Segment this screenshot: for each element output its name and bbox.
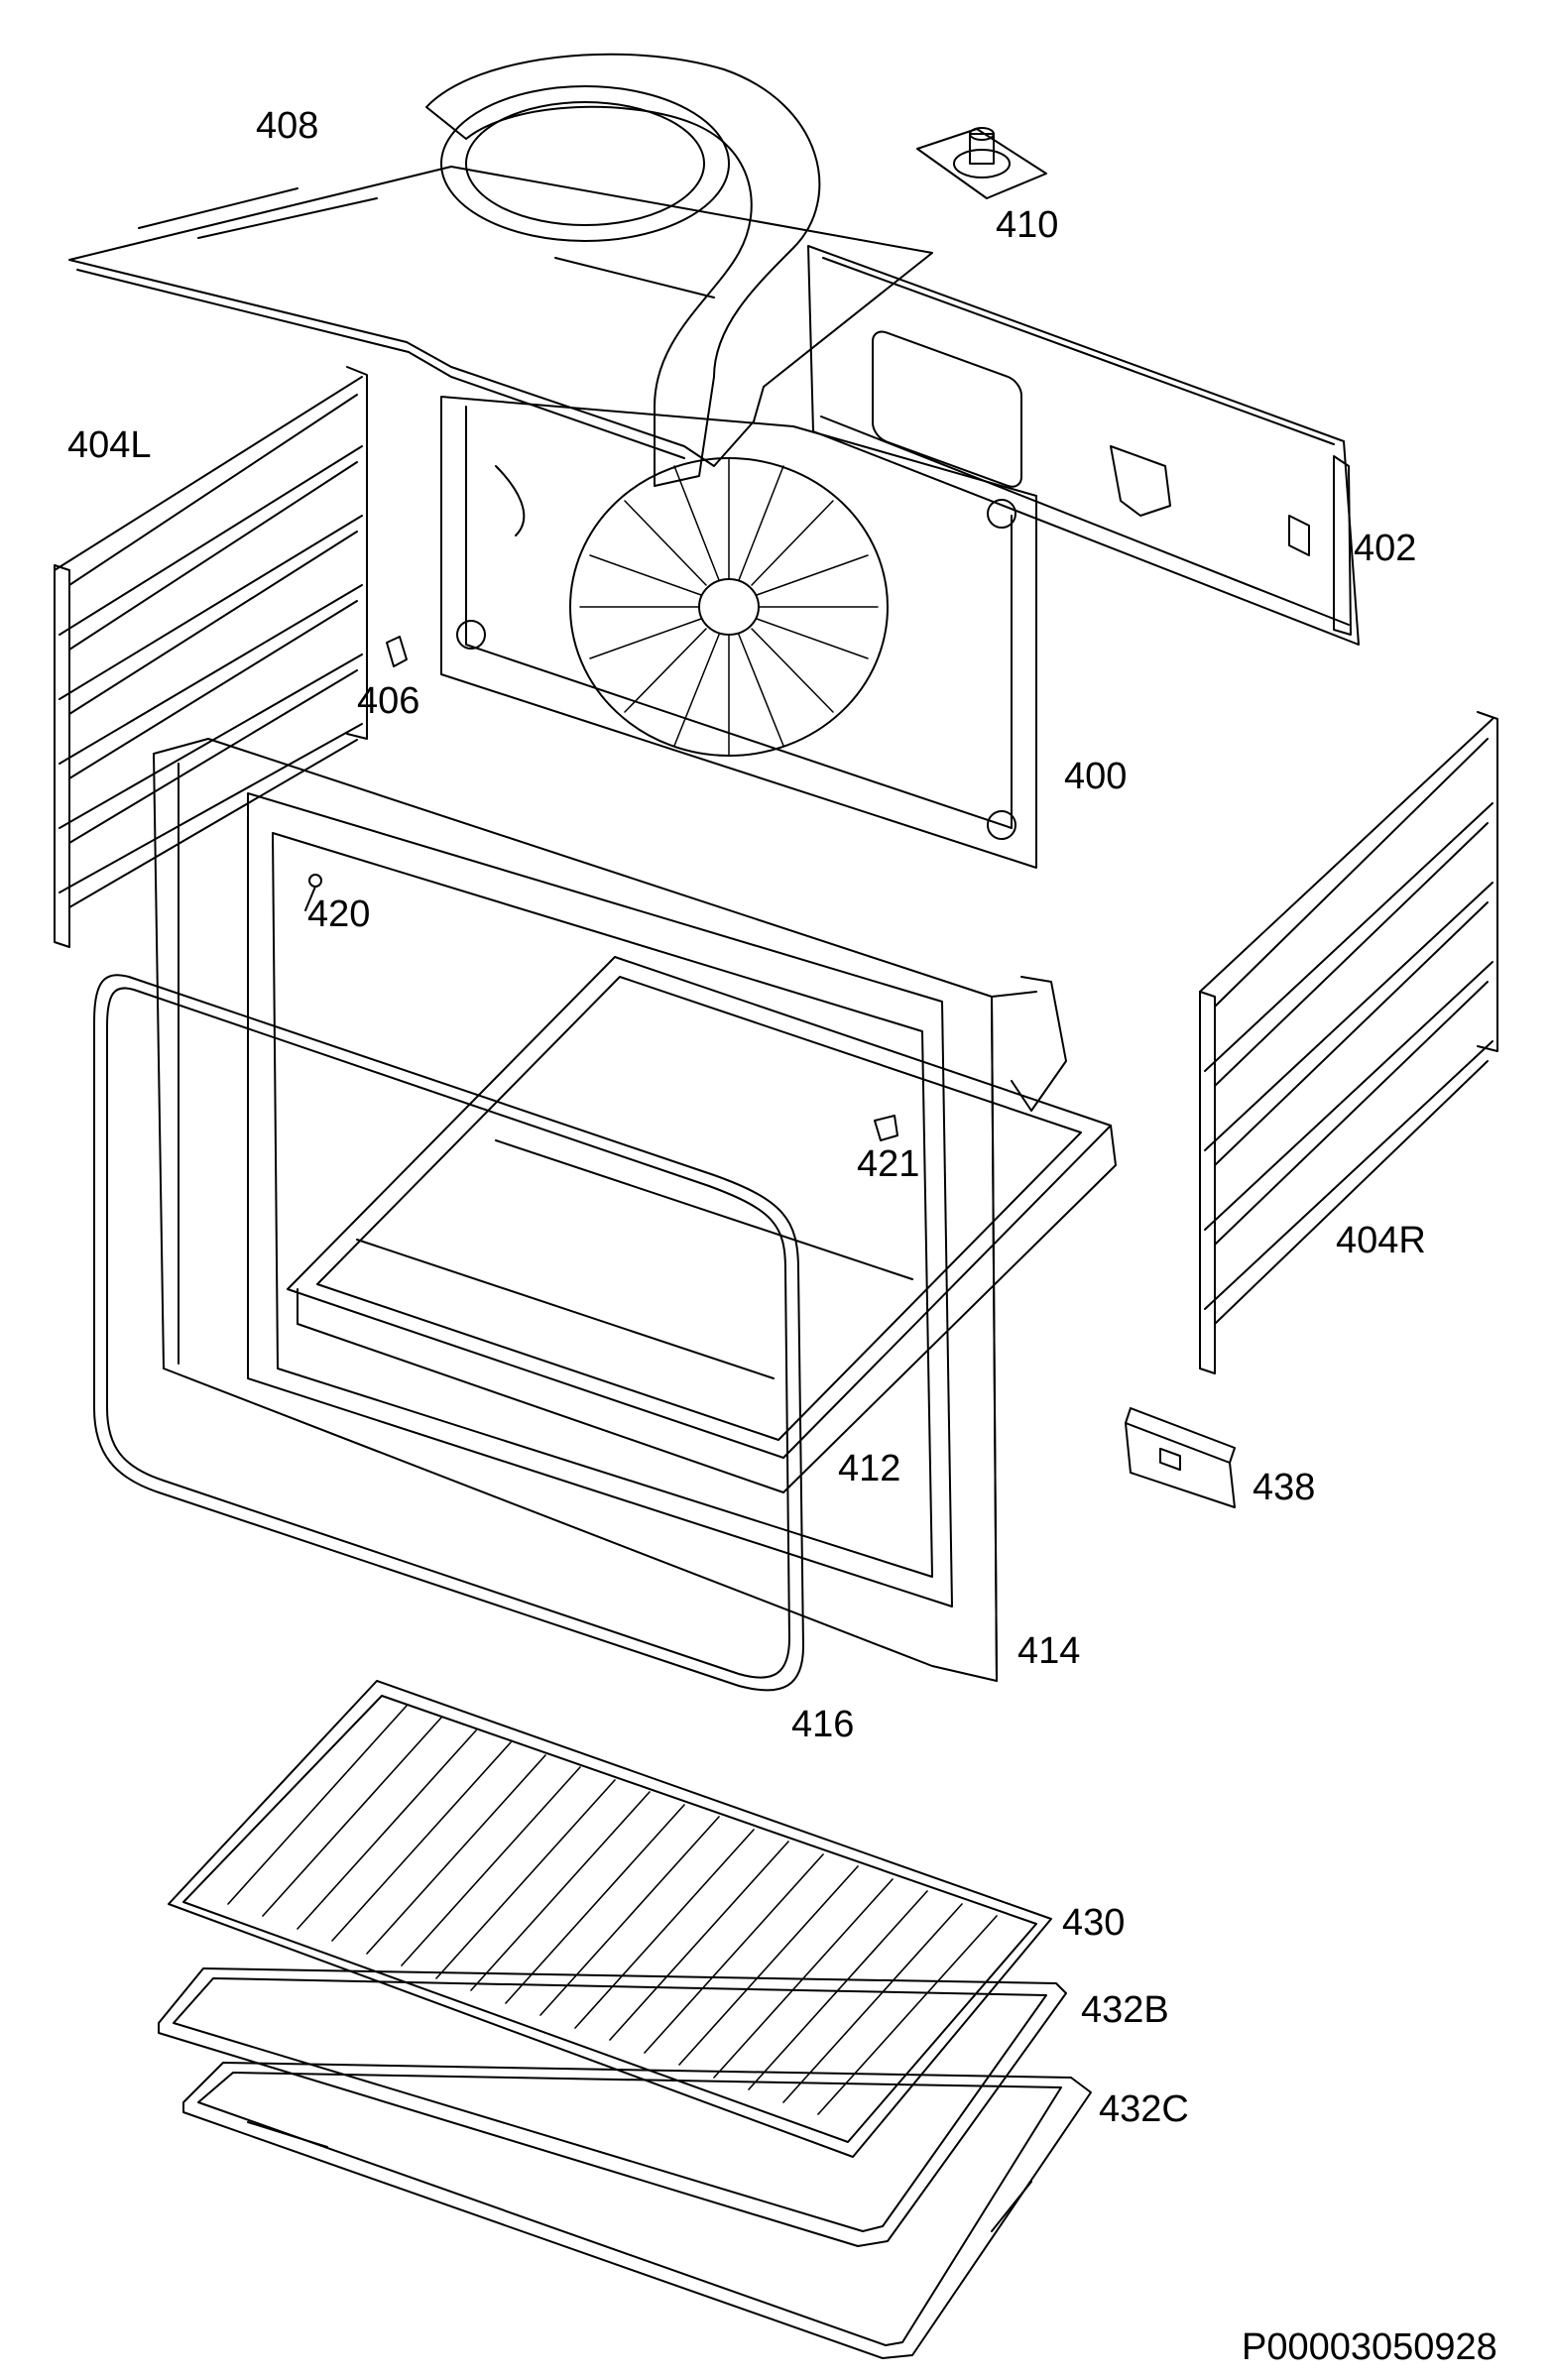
part-420-screw — [305, 875, 321, 910]
part-408-duct-cover — [69, 55, 932, 486]
part-402-rear-plate — [808, 246, 1359, 645]
document-id: P00003050928 — [1242, 2326, 1497, 2368]
part-432C-tray — [183, 2063, 1091, 2358]
label-432B: 432B — [1081, 1989, 1169, 2031]
label-412: 412 — [838, 1448, 901, 1489]
label-406: 406 — [357, 680, 420, 722]
label-404R: 404R — [1336, 1220, 1426, 1261]
label-402: 402 — [1354, 528, 1417, 569]
label-430: 430 — [1062, 1902, 1126, 1944]
label-416: 416 — [791, 1704, 855, 1745]
label-438: 438 — [1253, 1467, 1316, 1508]
part-438-bracket — [1126, 1408, 1235, 1507]
part-404R-right-runner — [1200, 712, 1497, 1373]
part-406-clip — [387, 637, 407, 666]
label-421: 421 — [857, 1143, 920, 1185]
part-404L-left-runner — [55, 367, 367, 947]
part-400-back-wall — [441, 397, 1036, 868]
label-404L: 404L — [67, 424, 152, 466]
part-414-front-frame — [154, 739, 1066, 1681]
label-400: 400 — [1064, 756, 1128, 797]
label-408: 408 — [256, 105, 319, 147]
label-414: 414 — [1017, 1630, 1081, 1672]
part-412-inner-frame — [288, 957, 1116, 1492]
label-432C: 432C — [1099, 2088, 1189, 2130]
label-410: 410 — [996, 204, 1059, 246]
part-410-motor-mount — [917, 128, 1046, 198]
part-430-grill-rack — [169, 1681, 1051, 2157]
part-421-screw — [875, 1116, 897, 1140]
part-432B-tray — [159, 1968, 1066, 2246]
label-420: 420 — [307, 893, 371, 935]
part-416-door-seal — [94, 975, 803, 1690]
